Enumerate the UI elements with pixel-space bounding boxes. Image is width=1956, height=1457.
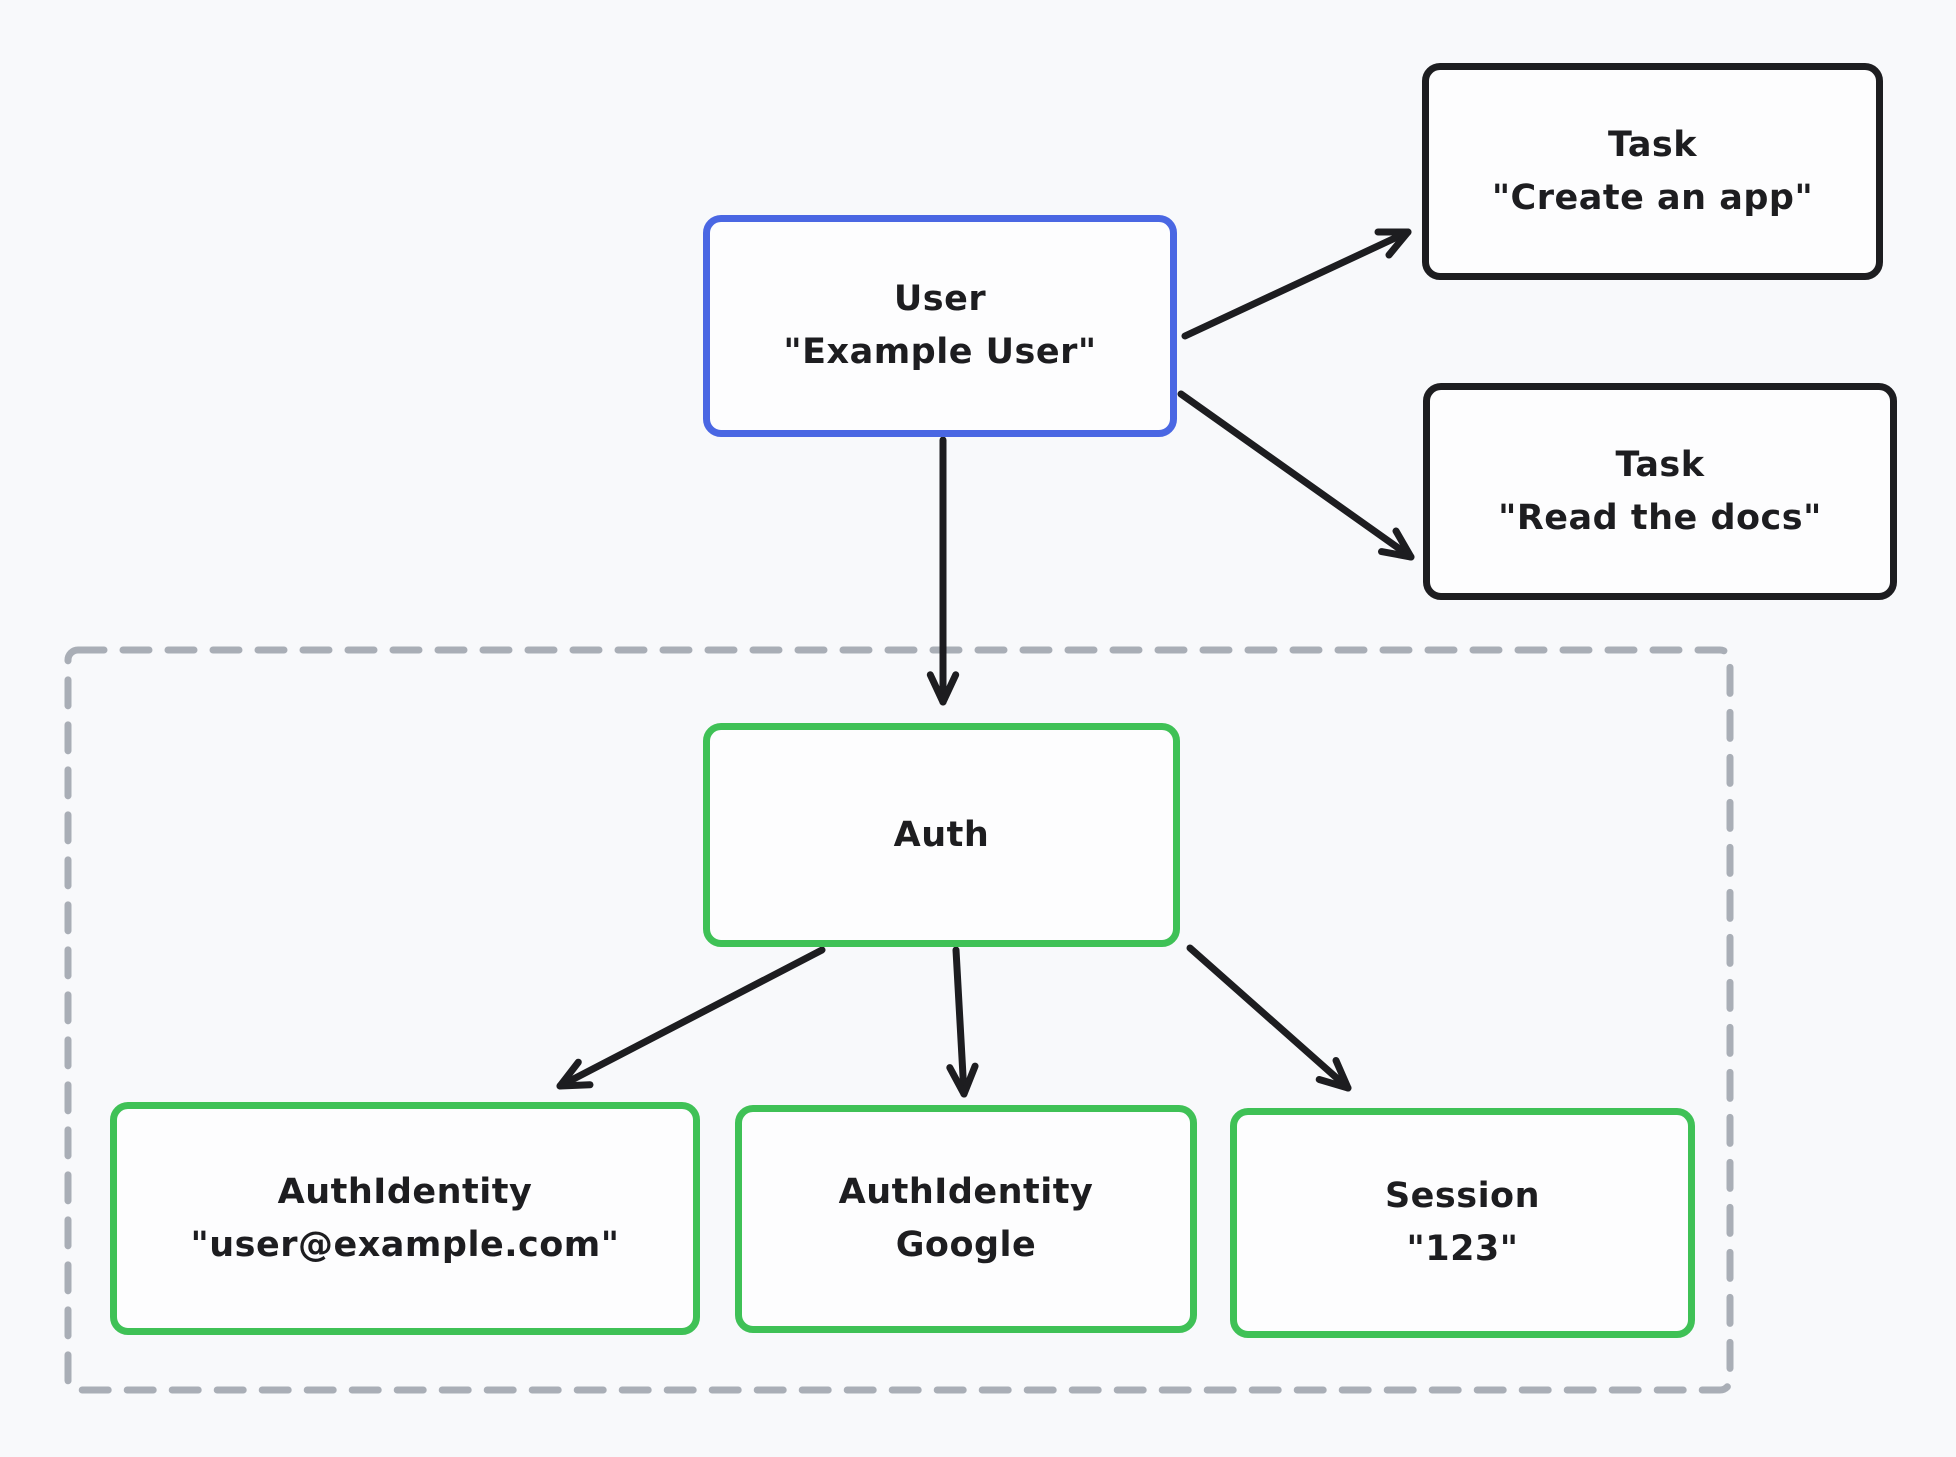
- arrow-auth-to-session: [1186, 944, 1352, 1092]
- node-auth: Auth: [703, 723, 1180, 947]
- node-auth-identity-email: AuthIdentity "user@example.com": [110, 1102, 700, 1335]
- node-task-read-label: Task: [1615, 444, 1705, 485]
- node-auth-identity-google: AuthIdentity Google: [735, 1105, 1197, 1333]
- arrow-user-to-task-create: [1181, 228, 1412, 340]
- node-task-read-docs: Task "Read the docs": [1423, 383, 1897, 600]
- node-session: Session "123": [1230, 1108, 1695, 1338]
- auth-scope-dashed-border: [64, 646, 1734, 1394]
- arrow-user-to-task-read: [1177, 390, 1415, 561]
- node-identity-google-label: AuthIdentity: [838, 1172, 1094, 1212]
- node-session-label: Session: [1384, 1176, 1541, 1216]
- node-identity-email-label: AuthIdentity: [277, 1171, 533, 1212]
- arrow-user-to-auth: [926, 436, 960, 706]
- node-task-read-sublabel: "Read the docs": [1498, 497, 1822, 538]
- arrow-auth-to-identity-google: [946, 946, 979, 1098]
- node-task-create-app: Task "Create an app": [1422, 63, 1883, 280]
- node-user: User "Example User": [703, 215, 1177, 437]
- node-identity-google-sublabel: Google: [895, 1225, 1037, 1265]
- node-task-create-label: Task: [1607, 124, 1698, 165]
- node-task-create-sublabel: "Create an app": [1491, 177, 1814, 218]
- node-user-label: User: [893, 279, 987, 319]
- node-identity-email-sublabel: "user@example.com": [190, 1224, 620, 1265]
- node-session-sublabel: "123": [1406, 1229, 1519, 1269]
- arrow-auth-to-identity-email: [556, 946, 826, 1090]
- node-user-sublabel: "Example User": [783, 332, 1097, 372]
- node-auth-label: Auth: [893, 814, 990, 855]
